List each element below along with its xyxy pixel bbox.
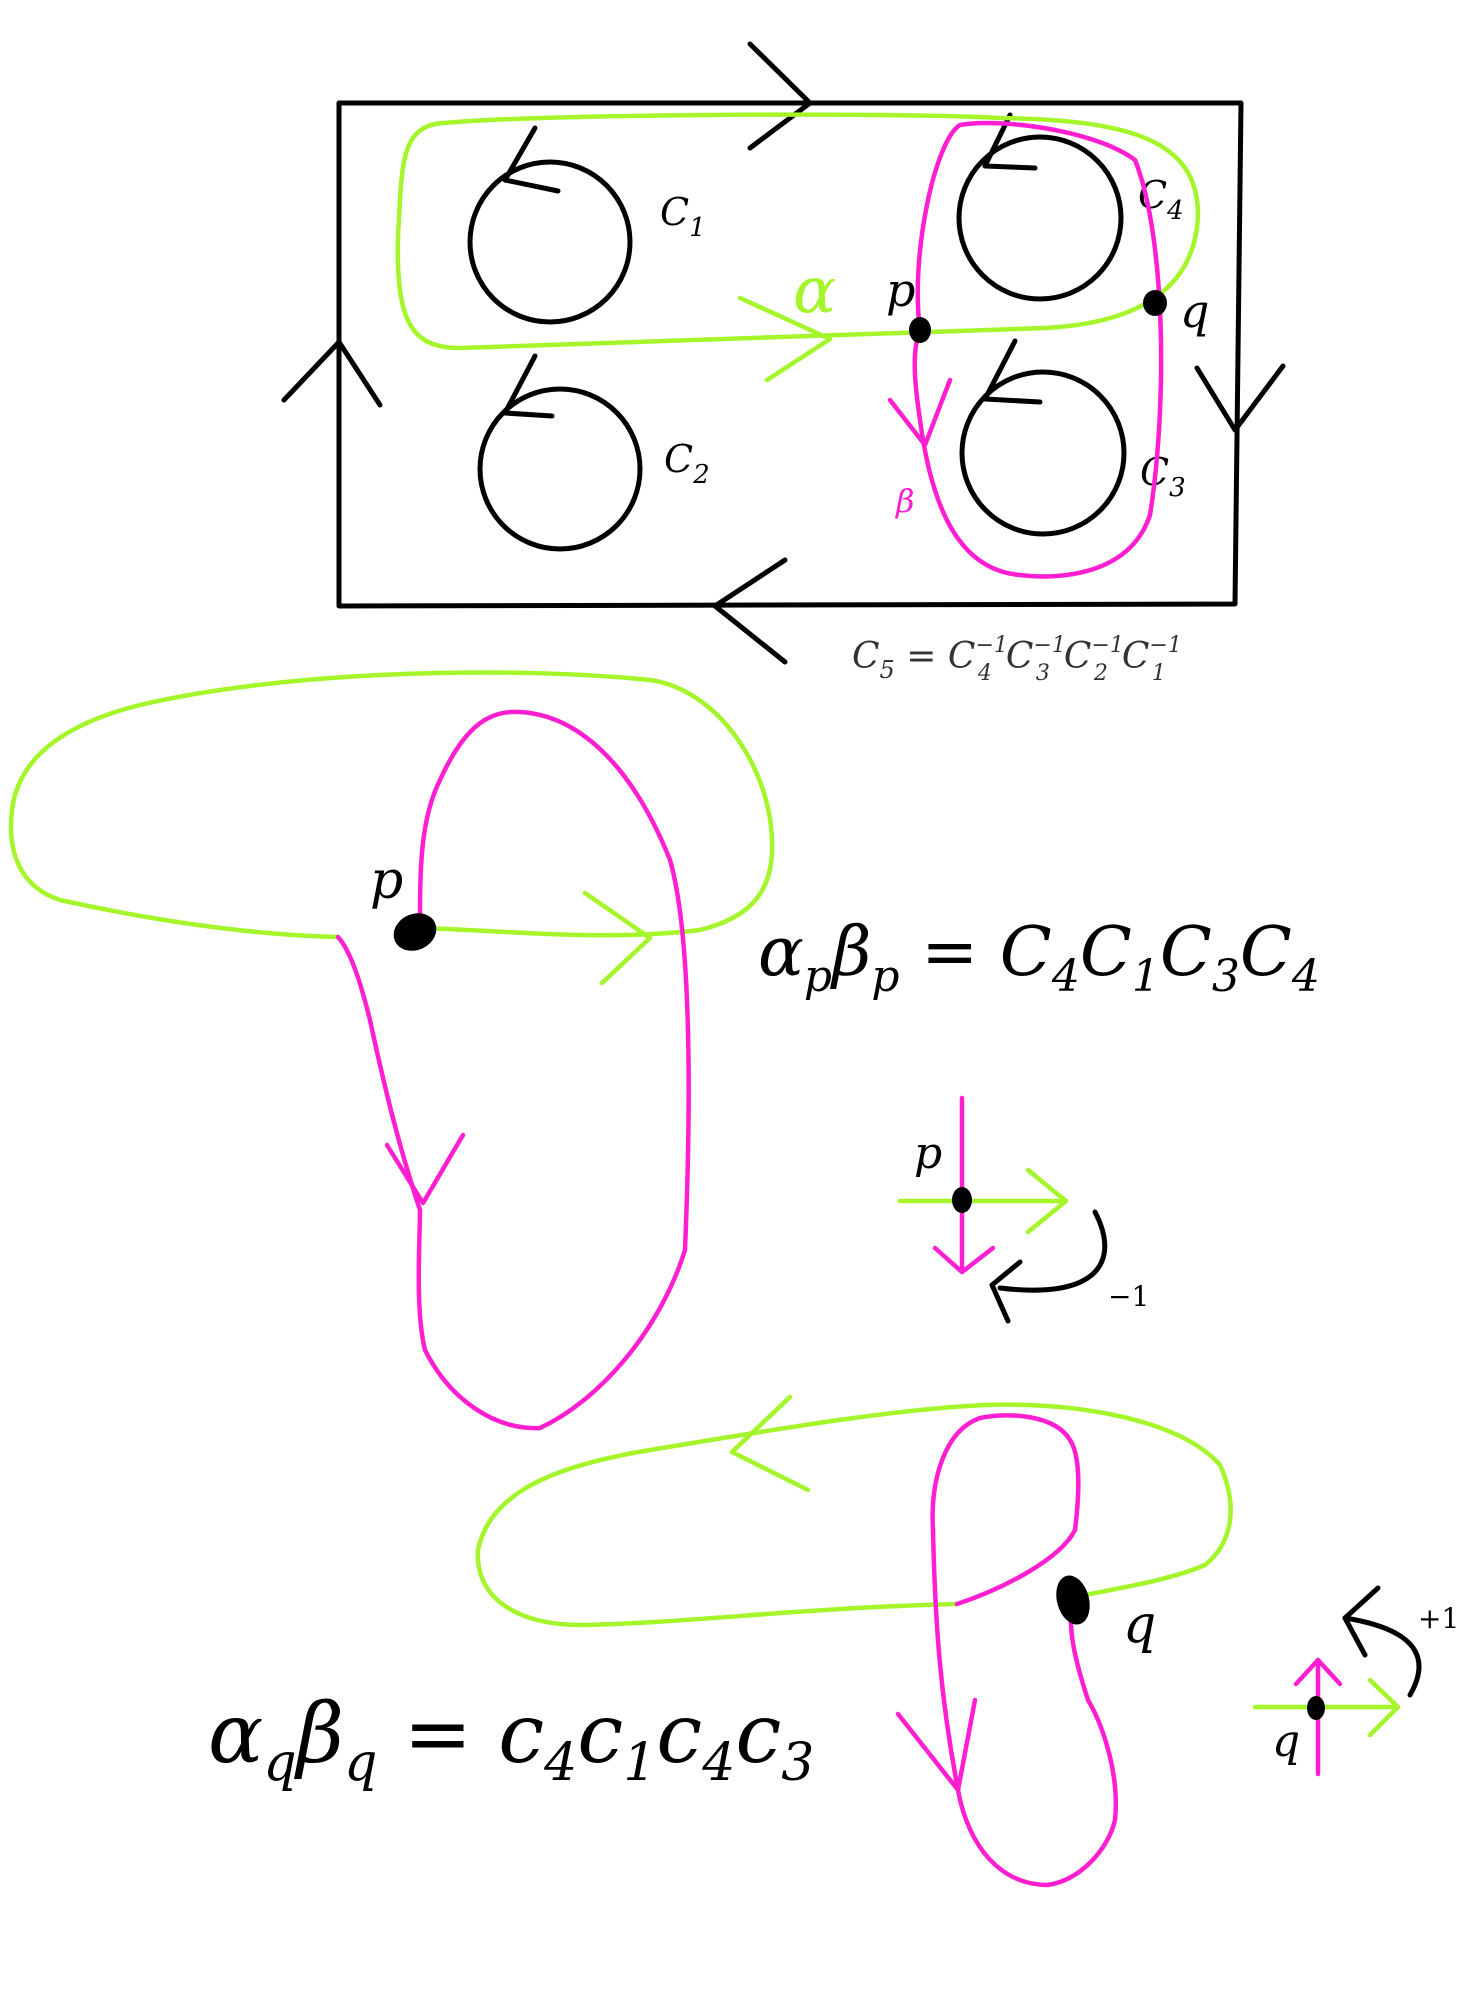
point-q2-label: q [1123, 1595, 1156, 1655]
label-c3: C3 [1140, 450, 1186, 503]
q-equation: αqβq = c4c1c4c3 [208, 1687, 814, 1793]
beta-q-arrow [895, 1697, 978, 1793]
rotation-arrow-p [997, 1209, 1108, 1293]
alpha-p-curve [8, 670, 775, 940]
beta-p-curve [335, 709, 691, 1431]
q-diagram: q αqβq = c4c1c4c3 q +1 [208, 1394, 1459, 1888]
alpha-arrow [737, 295, 833, 383]
point-p-label: p [886, 263, 915, 317]
p-orientation: p −1 [897, 1095, 1149, 1324]
p-sign: −1 [1108, 1280, 1149, 1313]
edge-arrow-top [747, 41, 813, 151]
p-orientation-label: p [914, 1128, 942, 1179]
alpha-p-arrow [582, 890, 653, 986]
circle-c2 [477, 353, 643, 552]
polygon-rectangle [336, 100, 1244, 609]
label-c2: C2 [664, 437, 710, 490]
circle-c4 [956, 112, 1124, 302]
q-sign: +1 [1418, 1602, 1459, 1635]
q-orientation: q +1 [1252, 1585, 1459, 1777]
label-c1: C1 [660, 190, 706, 243]
point-q-label: q [1180, 284, 1209, 338]
alpha-curve [395, 112, 1201, 351]
beta-q-curve [930, 1413, 1118, 1888]
beta-p-arrow [384, 1132, 466, 1206]
p-equation: αpβp = C4C1C3C4 [758, 913, 1320, 1002]
beta-label: β [895, 482, 915, 520]
q-orientation-label: q [1272, 1716, 1300, 1767]
alpha-q-curve [475, 1402, 1233, 1628]
edge-arrow-bottom [712, 557, 788, 665]
edge-arrow-right [1194, 363, 1286, 433]
beta-arrow [887, 377, 953, 448]
point-p2-label: p [370, 851, 403, 911]
point-q-dot [1143, 290, 1167, 316]
alpha-label: α [793, 254, 836, 328]
alpha-q-arrow [729, 1394, 811, 1493]
rotation-arrow-q [1342, 1615, 1422, 1698]
circle-c1 [467, 125, 633, 325]
point-p2-dot [393, 913, 437, 951]
edge-arrow-left [281, 339, 383, 408]
p-diagram: p αpβp = C4C1C3C4 p −1 [8, 670, 1320, 1431]
point-p-dot [909, 317, 931, 343]
circle-c3 [959, 338, 1127, 537]
point-q2-dot [1056, 1575, 1090, 1625]
beta-curve [912, 120, 1164, 579]
